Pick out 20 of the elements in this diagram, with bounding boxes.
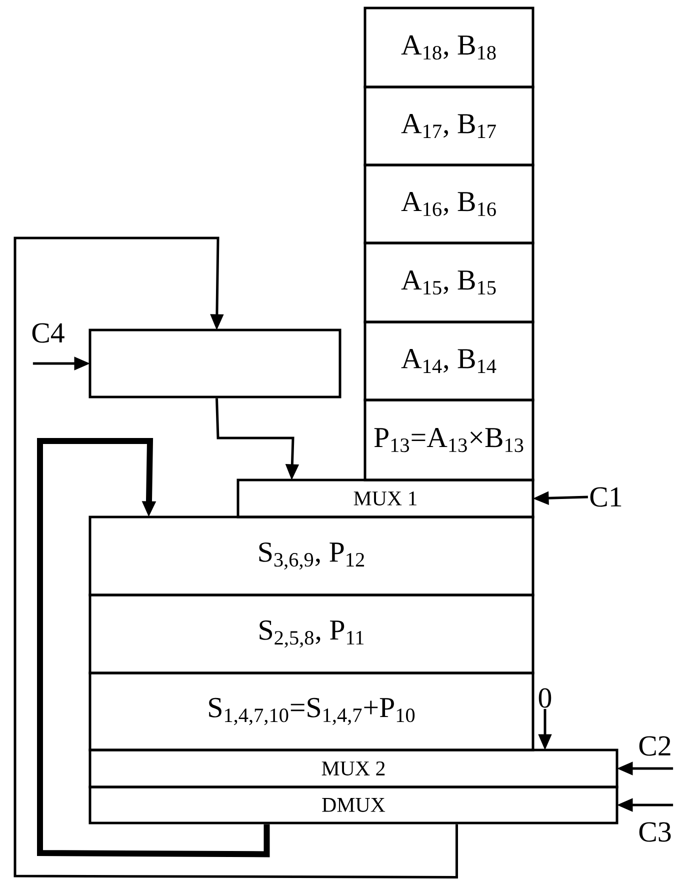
register-cell: A$_{17}$, B$_{17}$ <box>364 86 534 166</box>
signal-label: C4 <box>32 323 64 343</box>
register-box <box>88 328 342 398</box>
arrow <box>14 236 458 878</box>
register-cell: S$_{2,5,8}$, P$_{11}$ <box>88 594 534 674</box>
register-cell: A$_{18}$, B$_{18}$ <box>364 6 534 88</box>
register-cell: A$_{15}$, B$_{15}$ <box>364 242 534 324</box>
multiplexer-box: DMUX <box>88 786 618 824</box>
multiplexer-box: MUX 2 <box>88 748 618 788</box>
register-cell: S$_{1,4,7,10}$=S$_{1,4,7}$+P$_{10}$ <box>88 672 534 752</box>
signal-label: C3 <box>639 822 671 842</box>
register-cell: A$_{14}$, B$_{14}$ <box>364 320 534 402</box>
register-cell: P$_{13}$=A$_{13}$×B$_{13}$ <box>364 398 534 482</box>
multiplexer-box: MUX 1 <box>236 478 534 518</box>
signal-label: C2 <box>639 736 670 756</box>
signal-label: 0 <box>538 688 552 708</box>
signal-label: C1 <box>590 487 622 507</box>
register-cell: S$_{3,6,9}$, P$_{12}$ <box>88 516 534 596</box>
arrow <box>37 438 270 858</box>
register-cell: A$_{16}$, B$_{16}$ <box>364 164 534 244</box>
